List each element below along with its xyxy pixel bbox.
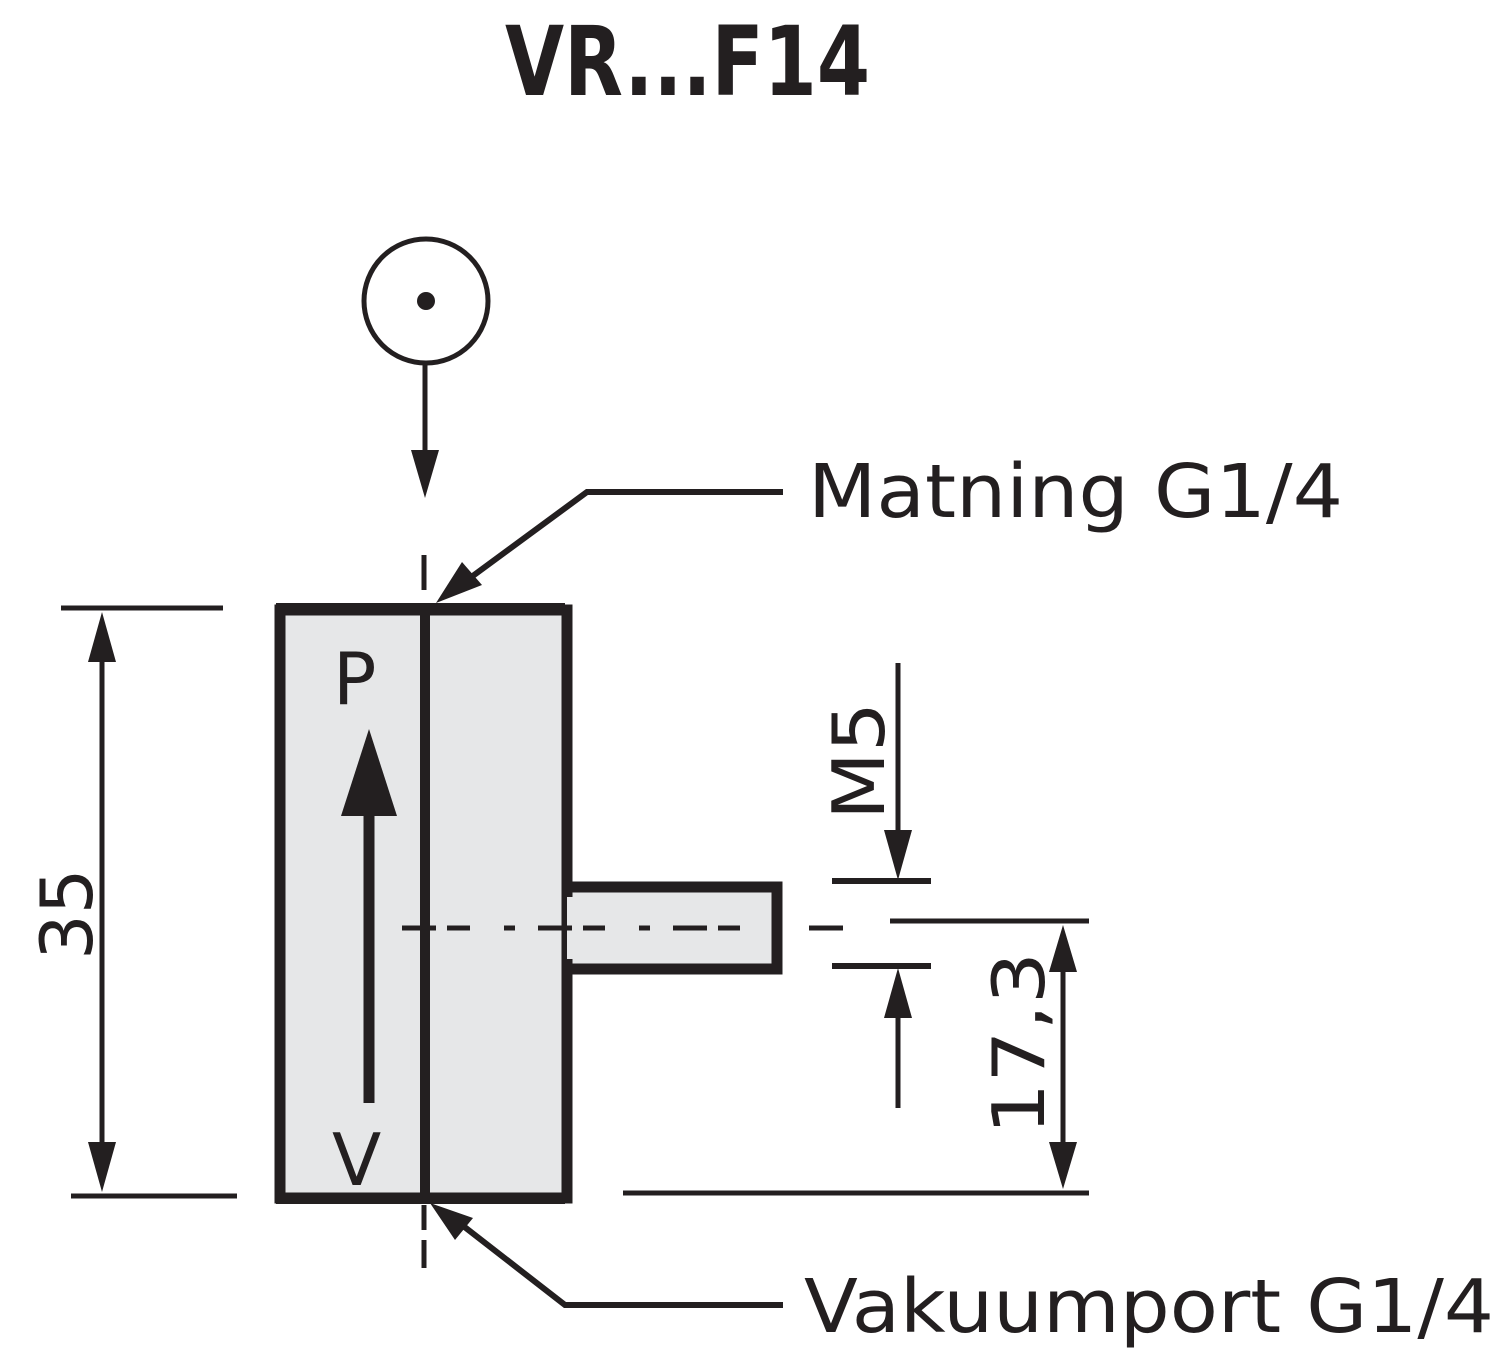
flow-arrow-icon — [341, 729, 397, 1103]
pressure-port-label: P — [333, 637, 376, 721]
vacuum-port-symbol: V — [332, 1118, 381, 1202]
height-dimension — [61, 605, 237, 1199]
thread-dimension — [832, 663, 931, 1108]
supply-port-label: Matning G1/4 — [808, 449, 1343, 535]
offset-dimension-value: 17,3 — [977, 952, 1061, 1135]
supply-leader — [436, 489, 783, 603]
thread-dimension-value: M5 — [817, 702, 901, 820]
drawing-title: VR...F14 — [505, 6, 870, 118]
vacuum-port-label: Vakuumport G1/4 — [804, 1264, 1494, 1350]
offset-dimension — [623, 918, 1089, 1196]
view-direction-icon — [361, 236, 491, 498]
valve-body — [274, 603, 573, 1204]
height-dimension-value: 35 — [25, 868, 109, 960]
vacuum-leader — [430, 1203, 783, 1308]
